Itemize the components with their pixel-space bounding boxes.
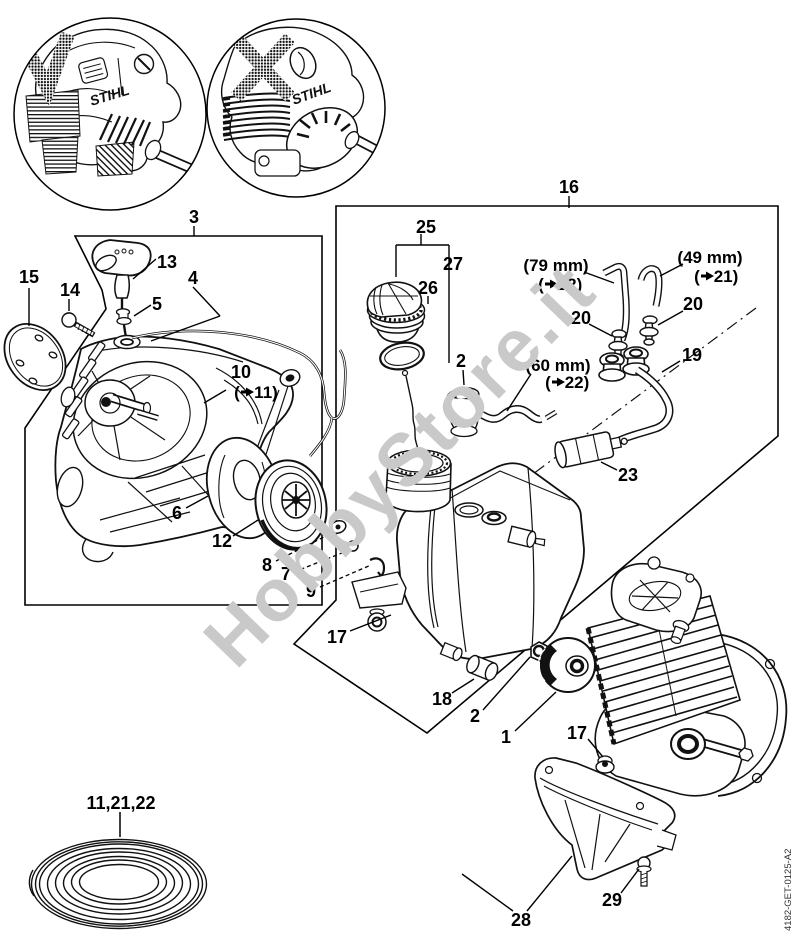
svg-text:23: 23 [618, 465, 638, 485]
svg-text:3: 3 [189, 207, 199, 227]
svg-text:6: 6 [172, 503, 182, 523]
svg-text:2: 2 [456, 351, 466, 371]
svg-text:(: ( [545, 373, 551, 392]
svg-text:5: 5 [152, 294, 162, 314]
svg-text:22): 22) [558, 275, 583, 294]
svg-text:12: 12 [212, 531, 232, 551]
svg-text:27: 27 [443, 254, 463, 274]
svg-text:13: 13 [157, 252, 177, 272]
svg-text:25: 25 [416, 217, 436, 237]
svg-text:21): 21) [714, 267, 739, 286]
svg-text:7: 7 [281, 564, 291, 584]
svg-text:17: 17 [327, 627, 347, 647]
svg-text:18: 18 [432, 689, 452, 709]
svg-text:16: 16 [559, 177, 579, 197]
svg-text:1: 1 [501, 727, 511, 747]
svg-text:(60 mm): (60 mm) [525, 356, 590, 375]
svg-text:(: ( [694, 267, 700, 286]
svg-text:(: ( [538, 275, 544, 294]
svg-text:(: ( [234, 383, 240, 402]
svg-text:20: 20 [683, 294, 703, 314]
svg-text:(49 mm): (49 mm) [677, 248, 742, 267]
svg-text:9: 9 [306, 581, 316, 601]
svg-text:11): 11) [254, 383, 278, 402]
svg-text:20: 20 [571, 308, 591, 328]
svg-text:2: 2 [470, 706, 480, 726]
svg-text:11,21,22: 11,21,22 [86, 793, 155, 813]
svg-text:22): 22) [565, 373, 590, 392]
svg-text:29: 29 [602, 890, 622, 910]
svg-text:4: 4 [188, 268, 198, 288]
svg-text:10: 10 [231, 362, 251, 382]
svg-text:26: 26 [418, 278, 438, 298]
svg-text:(79 mm): (79 mm) [523, 256, 588, 275]
svg-text:8: 8 [262, 555, 272, 575]
svg-text:28: 28 [511, 910, 531, 930]
svg-text:14: 14 [60, 280, 80, 300]
svg-text:17: 17 [567, 723, 587, 743]
svg-text:15: 15 [19, 267, 39, 287]
svg-text:4182-GET-0125-A2: 4182-GET-0125-A2 [783, 849, 794, 931]
svg-text:19: 19 [682, 345, 702, 365]
